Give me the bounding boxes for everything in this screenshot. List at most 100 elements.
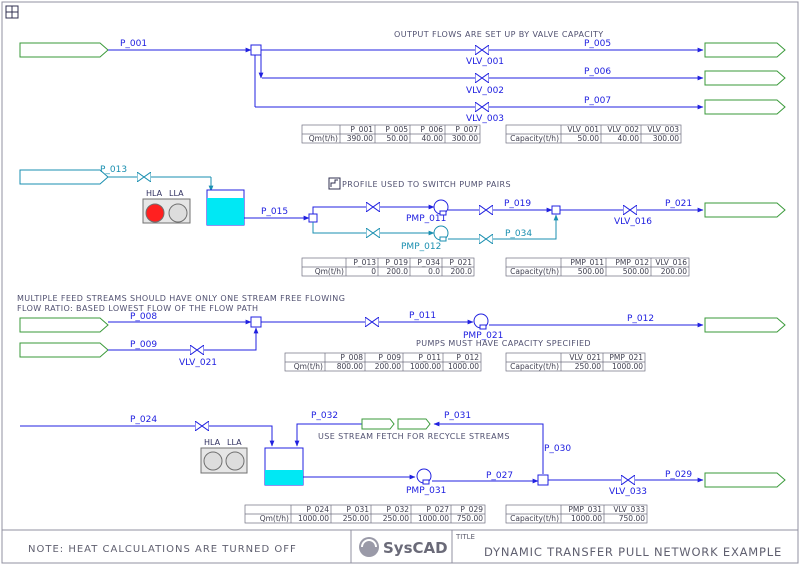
valve-vlv001[interactable] xyxy=(475,45,489,55)
product-p007[interactable] xyxy=(704,99,786,115)
table-cell: 300.00 xyxy=(653,134,679,143)
stream-label-p027: P_027 xyxy=(486,471,513,481)
valve-p011[interactable] xyxy=(365,317,379,327)
table-cell: 40.00 xyxy=(422,134,444,143)
fetch-p031[interactable] xyxy=(397,418,431,430)
table-header-cell: P_012 xyxy=(456,353,479,362)
valve-vlv003[interactable] xyxy=(475,102,489,112)
valve-label-vlv016: VLV_016 xyxy=(614,217,652,227)
stream-label-p013: P_013 xyxy=(100,165,127,175)
feeder-p008[interactable] xyxy=(19,317,109,333)
syscad-logo-text: SysCAD xyxy=(383,539,448,557)
stream-label-p001: P_001 xyxy=(120,39,147,49)
stream-label-p005: P_005 xyxy=(584,39,611,49)
profile-icon[interactable] xyxy=(328,177,341,190)
table-cell: 1000.00 xyxy=(410,362,441,371)
table-cell: Capacity(t/h) xyxy=(510,267,559,276)
title-block: NOTE: HEAT CALCULATIONS ARE TURNED OFF S… xyxy=(2,529,798,563)
feeder-p001[interactable] xyxy=(19,42,109,58)
table-cell: 500.00 xyxy=(623,267,649,276)
valve-vlv016[interactable] xyxy=(623,205,637,215)
table-cell: 1000.00 xyxy=(571,514,602,523)
tie-p001[interactable] xyxy=(250,44,262,56)
table-header-cell: VLV_021 xyxy=(569,353,601,362)
capacity-table-section1: Capacity(t/h)VLV_00150.00VLV_00240.00VLV… xyxy=(505,124,682,144)
table-header-cell: P_006 xyxy=(420,125,443,134)
table-cell: Qm(t/h) xyxy=(260,514,289,523)
valve-vlv033[interactable] xyxy=(621,475,635,485)
table-cell: 750.00 xyxy=(457,514,483,523)
table-cell: 250.00 xyxy=(575,362,601,371)
table-cell: 0.0 xyxy=(428,267,440,276)
hla-alarm-indicator-2 xyxy=(203,451,223,471)
tie-p019[interactable] xyxy=(551,205,561,215)
table-header-cell: P_021 xyxy=(449,258,472,267)
pump-pmp011[interactable] xyxy=(433,199,449,216)
product-p005[interactable] xyxy=(704,42,786,58)
table-header-cell: P_034 xyxy=(417,258,440,267)
alarm-label-hla: HLA xyxy=(146,189,163,198)
multiple-feed-note-line1: MULTIPLE FEED STREAMS SHOULD HAVE ONLY O… xyxy=(17,294,345,303)
valve-label-vlv021: VLV_021 xyxy=(179,358,217,368)
alarm-label-hla-2: HLA xyxy=(204,438,221,447)
recycle-note: USE STREAM FETCH FOR RECYCLE STREAMS xyxy=(318,432,510,441)
tie-p008[interactable] xyxy=(250,316,262,328)
tie-p015[interactable] xyxy=(308,213,318,223)
stream-line-p009[interactable] xyxy=(204,327,259,351)
product-p012[interactable] xyxy=(704,317,786,333)
table-header-cell: VLV_033 xyxy=(613,505,645,514)
stream-label-p019: P_019 xyxy=(504,199,531,209)
level-alarm-panel[interactable] xyxy=(142,198,191,224)
stream-line-p030[interactable] xyxy=(433,421,544,474)
feeder-p013[interactable] xyxy=(19,169,109,185)
table-cell: 250.00 xyxy=(383,514,409,523)
table-cell: 40.00 xyxy=(618,134,640,143)
product-p006[interactable] xyxy=(704,70,786,86)
table-header-cell: P_032 xyxy=(386,505,409,514)
table-cell: Capacity(t/h) xyxy=(510,134,559,143)
stream-line-p032[interactable] xyxy=(294,423,362,447)
product-p021[interactable] xyxy=(704,202,786,218)
table-header-cell: VLV_002 xyxy=(607,125,639,134)
table-cell: 1000.00 xyxy=(448,362,479,371)
table-header-cell: P_031 xyxy=(346,505,369,514)
table-cell: 1000.00 xyxy=(298,514,329,523)
valve-upper[interactable] xyxy=(366,202,380,212)
valve-lower[interactable] xyxy=(366,228,380,238)
table-header-cell: PMP_031 xyxy=(568,505,602,514)
lla-alarm-indicator-2 xyxy=(225,451,245,471)
stream-label-p029: P_029 xyxy=(665,470,692,480)
valve-label-vlv003: VLV_003 xyxy=(466,114,504,124)
table-cell: 300.00 xyxy=(452,134,478,143)
valve-vlv021[interactable] xyxy=(190,345,204,355)
valve-p013[interactable] xyxy=(137,172,151,182)
feeder-p009[interactable] xyxy=(19,342,109,358)
valve-p034[interactable] xyxy=(479,234,493,244)
valve-p019[interactable] xyxy=(479,205,493,215)
pump-pmp031[interactable] xyxy=(416,468,432,485)
pump-pmp012[interactable] xyxy=(433,225,449,242)
table-cell: 1000.00 xyxy=(418,514,449,523)
stream-label-p015: P_015 xyxy=(261,207,288,217)
table-header-cell: P_005 xyxy=(385,125,408,134)
valve-p024[interactable] xyxy=(195,421,209,431)
pump-label-pmp031: PMP_031 xyxy=(406,486,446,496)
valve-label-vlv033: VLV_033 xyxy=(609,487,647,497)
stream-label-p006: P_006 xyxy=(584,67,611,77)
pumps-capacity-note: PUMPS MUST HAVE CAPACITY SPECIFIED xyxy=(416,339,591,348)
lla-alarm-indicator xyxy=(168,203,188,223)
table-cell: 0 xyxy=(371,267,376,276)
grid-icon[interactable] xyxy=(5,5,19,19)
stream-label-p011: P_011 xyxy=(409,311,436,321)
tie-p027[interactable] xyxy=(537,474,549,486)
fetch-p032[interactable] xyxy=(361,418,395,430)
pump-pmp021[interactable] xyxy=(473,313,489,330)
product-p029[interactable] xyxy=(704,472,786,488)
stream-line-p034[interactable] xyxy=(493,214,559,240)
level-alarm-panel-2[interactable] xyxy=(200,447,248,474)
valve-vlv002[interactable] xyxy=(475,73,489,83)
stream-label-p009: P_009 xyxy=(130,340,157,350)
